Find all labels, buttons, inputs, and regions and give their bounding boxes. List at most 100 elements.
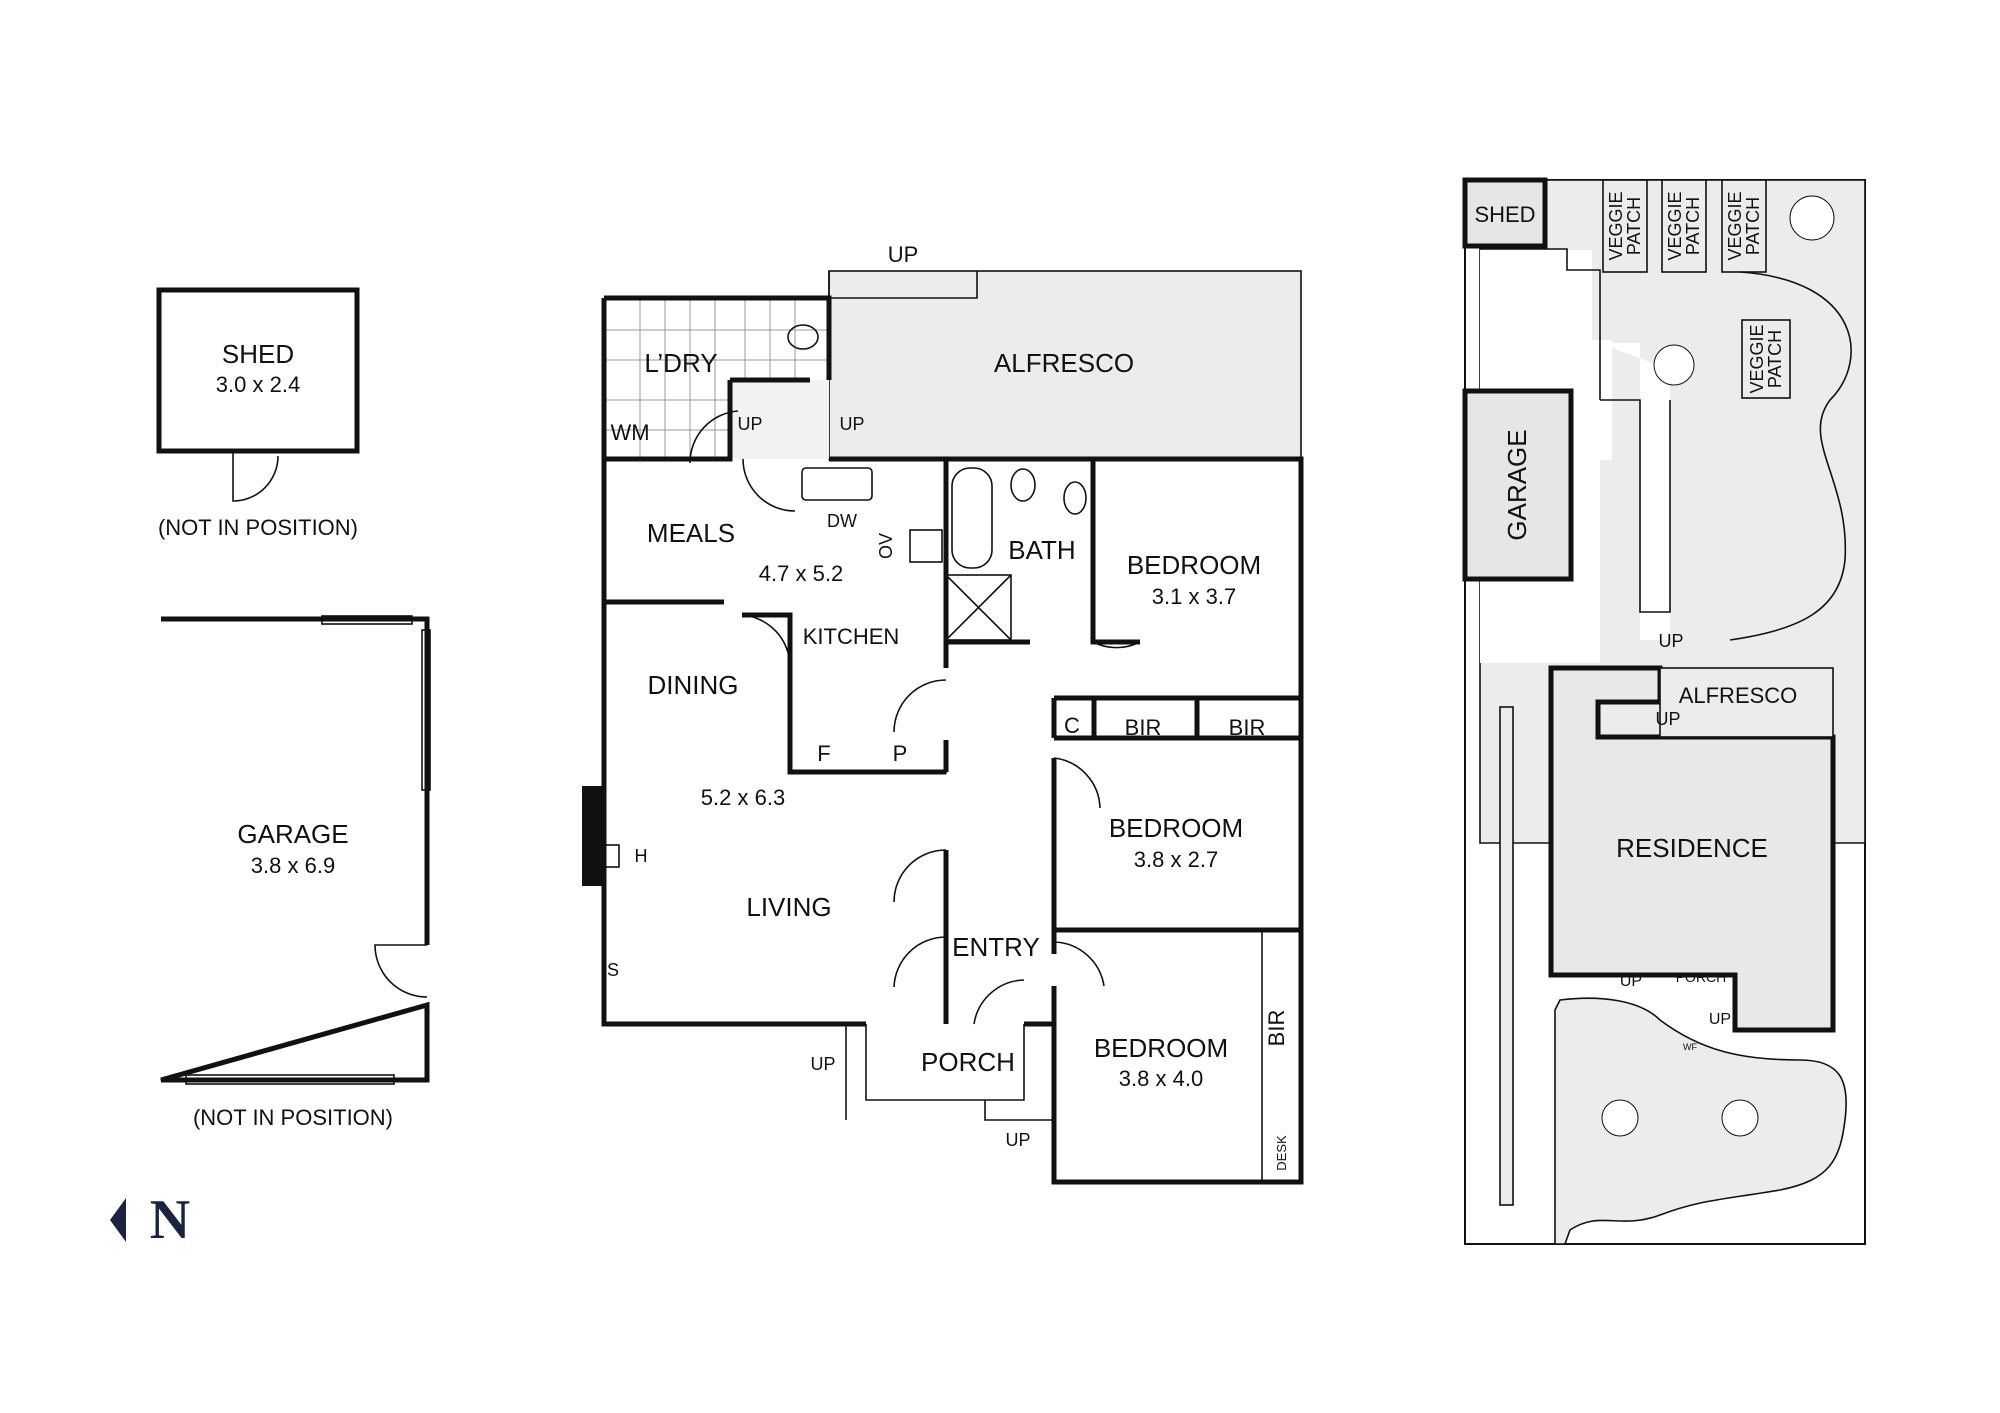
laundry-walls bbox=[604, 377, 810, 462]
bedroom-1-dims: 3.1 x 3.7 bbox=[1152, 584, 1236, 609]
veggie-label: VEGGIE bbox=[1725, 191, 1745, 260]
shower-cross bbox=[945, 574, 1012, 641]
veggie-patch bbox=[1602, 179, 1648, 273]
garden-bed-edge bbox=[1729, 271, 1852, 641]
porch-label: PORCH bbox=[921, 1047, 1015, 1077]
garage-dims: 3.8 x 6.9 bbox=[251, 853, 335, 878]
ov-label: OV bbox=[876, 533, 896, 559]
site-shed-label: SHED bbox=[1474, 202, 1535, 227]
wf-label: WF bbox=[1683, 1042, 1697, 1052]
veggie-patches: VEGGIE PATCH VEGGIE PATCH VEGGIE PATCH V… bbox=[1602, 179, 1791, 399]
site-shed bbox=[1462, 177, 1548, 249]
house-plan: ALFRESCO UP L’DRY WM UP UP MEALS 4.7 x 5… bbox=[582, 242, 1304, 1185]
bedroom-2-dims: 3.8 x 2.7 bbox=[1134, 847, 1218, 872]
dining-label: DINING bbox=[648, 670, 739, 700]
north-label: N bbox=[150, 1189, 190, 1251]
veggie-patch bbox=[1661, 179, 1707, 273]
garage-window bbox=[421, 629, 431, 791]
bathtub bbox=[951, 467, 993, 569]
pantry-line bbox=[855, 771, 947, 774]
up-label: UP bbox=[888, 242, 919, 267]
living-label: LIVING bbox=[746, 892, 831, 922]
bedroom-1-label: BEDROOM bbox=[1127, 550, 1261, 580]
veggie-label: VEGGIE bbox=[1665, 191, 1685, 260]
kitchen-sink bbox=[801, 467, 873, 501]
up-label: UP bbox=[737, 414, 762, 434]
bath-label: BATH bbox=[1008, 535, 1075, 565]
porch-outline bbox=[845, 1024, 1054, 1121]
tree-icon bbox=[1601, 1099, 1639, 1137]
up-label: UP bbox=[1658, 631, 1683, 651]
tree-icon bbox=[1721, 1099, 1759, 1137]
shed-note: (NOT IN POSITION) bbox=[158, 515, 358, 540]
site-garage-label: GARAGE bbox=[1502, 429, 1532, 540]
s-label: S bbox=[607, 960, 619, 980]
north-arrow-icon bbox=[110, 1198, 126, 1242]
veggie-patch bbox=[1721, 179, 1767, 273]
meals-dims: 4.7 x 5.2 bbox=[759, 561, 843, 586]
meals-label: MEALS bbox=[647, 518, 735, 548]
veggie-label: VEGGIE bbox=[1606, 191, 1626, 260]
alfresco-area bbox=[828, 270, 1302, 460]
garage-door bbox=[374, 944, 428, 998]
garage-roller-door bbox=[185, 1074, 395, 1085]
up-label: UP bbox=[1709, 1011, 1731, 1028]
door-swings bbox=[689, 410, 1141, 1025]
north-indicator: N bbox=[110, 1189, 190, 1251]
garage-plan: GARAGE 3.8 x 6.9 (NOT IN POSITION) bbox=[160, 615, 431, 1130]
patch-label: PATCH bbox=[1624, 197, 1644, 255]
dw-label: DW bbox=[827, 511, 857, 531]
shed-door bbox=[232, 451, 279, 502]
basin bbox=[1063, 481, 1087, 515]
laundry-tiles bbox=[604, 298, 829, 459]
up-label: UP bbox=[1655, 709, 1680, 729]
garage-note: (NOT IN POSITION) bbox=[193, 1105, 393, 1130]
tree-icon bbox=[1653, 344, 1695, 386]
veggie-label: VEGGIE bbox=[1747, 324, 1767, 393]
bir-label: BIR bbox=[1229, 715, 1266, 740]
fireplace bbox=[582, 786, 604, 886]
path-outline bbox=[1600, 399, 1671, 613]
bedroom-3-dims: 3.8 x 4.0 bbox=[1119, 1066, 1203, 1091]
wm-label: WM bbox=[610, 420, 649, 445]
toilet bbox=[1010, 468, 1036, 502]
desk-label: DESK bbox=[1274, 1135, 1289, 1171]
alfresco-step bbox=[828, 271, 978, 299]
side-bed bbox=[1499, 706, 1514, 1206]
cooktop bbox=[909, 529, 943, 563]
up-label: UP bbox=[1005, 1130, 1030, 1150]
alfresco-label: ALFRESCO bbox=[994, 348, 1134, 378]
patch-label: PATCH bbox=[1765, 330, 1785, 388]
shed-label: SHED bbox=[222, 339, 294, 369]
garage-window bbox=[321, 615, 413, 625]
kitchen-label: KITCHEN bbox=[803, 624, 900, 649]
shower bbox=[945, 574, 1012, 641]
path-outline bbox=[1480, 248, 1601, 400]
up-label: UP bbox=[1620, 973, 1642, 990]
living-dims: 5.2 x 6.3 bbox=[701, 785, 785, 810]
laundry-label: L’DRY bbox=[644, 348, 717, 378]
up-label: UP bbox=[810, 1054, 835, 1074]
laundry-toilet bbox=[787, 324, 819, 350]
shed-dims: 3.0 x 2.4 bbox=[216, 372, 300, 397]
site-alfresco bbox=[1659, 667, 1834, 738]
landing-area bbox=[730, 380, 829, 459]
garage-label: GARAGE bbox=[237, 819, 348, 849]
pantry-label: P bbox=[893, 741, 908, 766]
bir-robe bbox=[1261, 929, 1302, 1183]
shed-walls bbox=[156, 287, 360, 454]
fridge-label: F bbox=[817, 741, 830, 766]
up-label: UP bbox=[839, 414, 864, 434]
bedroom-2-label: BEDROOM bbox=[1109, 813, 1243, 843]
veggie-patch bbox=[1741, 319, 1791, 399]
tree-icon bbox=[1789, 195, 1835, 241]
garage-walls bbox=[160, 616, 430, 1083]
patch-label: PATCH bbox=[1683, 197, 1703, 255]
bedroom-3-label: BEDROOM bbox=[1094, 1033, 1228, 1063]
residence-label: RESIDENCE bbox=[1616, 833, 1768, 863]
shed-plan: SHED 3.0 x 2.4 (NOT IN POSITION) bbox=[156, 287, 360, 540]
bir-label: BIR bbox=[1264, 1010, 1289, 1047]
site-alfresco-label: ALFRESCO bbox=[1679, 683, 1798, 708]
